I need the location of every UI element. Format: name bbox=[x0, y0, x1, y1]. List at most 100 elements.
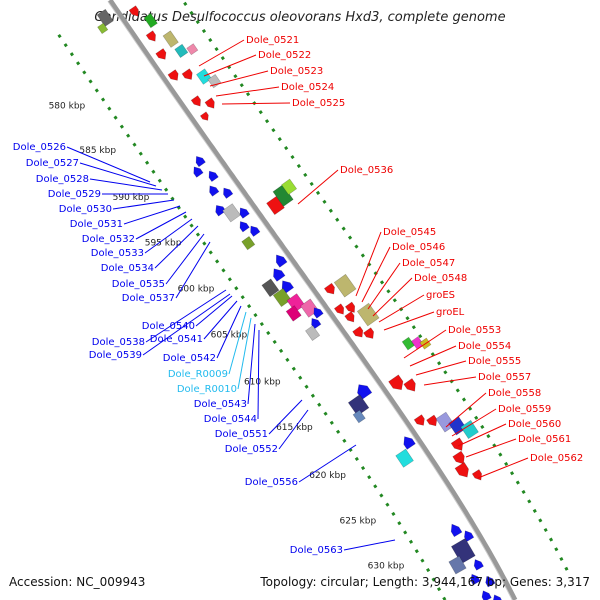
forward-gene-20[interactable] bbox=[333, 303, 346, 317]
forward-gene-31[interactable] bbox=[413, 414, 427, 428]
reverse-gene-10[interactable] bbox=[237, 206, 250, 219]
rna-gene-label[interactable]: Dole_R0010 bbox=[177, 384, 237, 395]
forward-gene-36[interactable] bbox=[450, 437, 466, 454]
forward-gene-10[interactable] bbox=[196, 68, 212, 85]
reverse-gene-7[interactable] bbox=[221, 186, 234, 199]
forward-gene-33[interactable] bbox=[435, 411, 456, 433]
reverse-gene-label[interactable]: Dole_0534 bbox=[101, 263, 154, 274]
forward-gene-7[interactable] bbox=[186, 43, 199, 56]
forward-gene-label[interactable]: Dole_0559 bbox=[498, 404, 551, 415]
reverse-gene-5[interactable] bbox=[206, 169, 219, 183]
forward-gene-2[interactable] bbox=[143, 12, 158, 29]
reverse-gene-label[interactable]: Dole_0532 bbox=[82, 234, 135, 245]
reverse-gene-4[interactable] bbox=[191, 165, 204, 178]
reverse-gene-8[interactable] bbox=[213, 203, 227, 217]
reverse-gene-label[interactable]: Dole_0538 bbox=[92, 337, 145, 348]
forward-gene-label[interactable]: Dole_0555 bbox=[468, 356, 521, 367]
forward-gene-label[interactable]: Dole_0523 bbox=[270, 66, 323, 77]
forward-gene-label[interactable]: Dole_0536 bbox=[340, 165, 393, 176]
forward-gene-4[interactable] bbox=[162, 30, 179, 48]
forward-gene-label[interactable]: Dole_0525 bbox=[292, 98, 345, 109]
reverse-gene-label[interactable]: Dole_0537 bbox=[122, 293, 175, 304]
forward-gene-label[interactable]: Dole_0522 bbox=[258, 50, 311, 61]
reverse-gene-17[interactable] bbox=[279, 278, 295, 294]
reverse-gene-30[interactable] bbox=[448, 522, 463, 538]
forward-gene-label[interactable]: Dole_0547 bbox=[402, 258, 455, 269]
reverse-gene-35[interactable] bbox=[468, 572, 481, 586]
reverse-gene-18[interactable] bbox=[272, 287, 292, 308]
reverse-gene-38[interactable] bbox=[491, 593, 503, 600]
reverse-gene-label[interactable]: Dole_0551 bbox=[215, 429, 268, 440]
reverse-gene-21[interactable] bbox=[285, 305, 302, 322]
forward-gene-17[interactable] bbox=[281, 178, 298, 196]
reverse-gene-23[interactable] bbox=[309, 316, 322, 330]
forward-gene-label[interactable]: Dole_0554 bbox=[458, 341, 511, 352]
reverse-gene-3[interactable] bbox=[193, 154, 206, 168]
forward-gene-32[interactable] bbox=[426, 414, 440, 428]
forward-gene-label[interactable]: Dole_0524 bbox=[281, 82, 334, 93]
forward-gene-25[interactable] bbox=[363, 327, 376, 341]
reverse-gene-label[interactable]: Dole_0552 bbox=[225, 444, 278, 455]
forward-gene-label[interactable]: Dole_0562 bbox=[530, 453, 583, 464]
rna-gene-label[interactable]: Dole_R0009 bbox=[168, 369, 228, 380]
forward-gene-12[interactable] bbox=[190, 95, 203, 109]
forward-gene-3[interactable] bbox=[145, 30, 158, 44]
forward-gene-label[interactable]: Dole_0546 bbox=[392, 242, 445, 253]
reverse-gene-31[interactable] bbox=[462, 529, 475, 542]
reverse-gene-22[interactable] bbox=[311, 305, 324, 319]
reverse-gene-label[interactable]: Dole_0535 bbox=[112, 279, 165, 290]
forward-gene-label[interactable]: groEL bbox=[436, 307, 465, 318]
reverse-gene-label[interactable]: Dole_0528 bbox=[36, 174, 89, 185]
reverse-gene-13[interactable] bbox=[241, 235, 256, 251]
reverse-gene-16[interactable] bbox=[261, 278, 280, 298]
reverse-gene-label[interactable]: Dole_0529 bbox=[48, 189, 101, 200]
reverse-gene-label[interactable]: Dole_0526 bbox=[13, 142, 66, 153]
forward-gene-1[interactable] bbox=[128, 5, 141, 19]
forward-gene-5[interactable] bbox=[155, 48, 169, 62]
reverse-gene-2[interactable] bbox=[97, 22, 109, 35]
forward-gene-23[interactable] bbox=[356, 302, 380, 327]
forward-gene-label[interactable]: Dole_0548 bbox=[414, 273, 467, 284]
forward-gene-19[interactable] bbox=[333, 273, 357, 298]
reverse-gene-14[interactable] bbox=[273, 252, 288, 268]
reverse-gene-label[interactable]: Dole_0533 bbox=[91, 248, 144, 259]
forward-gene-30[interactable] bbox=[403, 378, 419, 395]
reverse-gene-27[interactable] bbox=[352, 409, 366, 424]
reverse-gene-25[interactable] bbox=[354, 381, 373, 400]
forward-gene-8[interactable] bbox=[167, 69, 181, 83]
reverse-gene-label[interactable]: Dole_0542 bbox=[163, 353, 216, 364]
reverse-gene-label[interactable]: Dole_0563 bbox=[290, 545, 343, 556]
reverse-gene-label[interactable]: Dole_0539 bbox=[89, 350, 142, 361]
forward-gene-16[interactable] bbox=[272, 184, 294, 207]
reverse-gene-12[interactable] bbox=[248, 224, 261, 237]
reverse-gene-37[interactable] bbox=[480, 589, 492, 600]
forward-gene-label[interactable]: Dole_0560 bbox=[508, 419, 561, 430]
forward-gene-38[interactable] bbox=[454, 461, 472, 480]
forward-gene-35[interactable] bbox=[460, 419, 479, 440]
forward-gene-label[interactable]: Dole_0521 bbox=[246, 35, 299, 46]
reverse-gene-label[interactable]: Dole_0540 bbox=[142, 321, 195, 332]
reverse-gene-28[interactable] bbox=[400, 434, 416, 450]
reverse-gene-label[interactable]: Dole_0541 bbox=[150, 334, 203, 345]
forward-gene-label[interactable]: Dole_0553 bbox=[448, 325, 501, 336]
reverse-gene-label[interactable]: Dole_0527 bbox=[26, 158, 79, 169]
forward-gene-29[interactable] bbox=[388, 374, 407, 393]
reverse-gene-36[interactable] bbox=[483, 574, 496, 588]
forward-gene-24[interactable] bbox=[352, 325, 366, 339]
forward-gene-14[interactable] bbox=[199, 111, 210, 123]
reverse-gene-label[interactable]: Dole_0530 bbox=[59, 204, 112, 215]
reverse-gene-label[interactable]: Dole_0544 bbox=[204, 414, 257, 425]
reverse-gene-15[interactable] bbox=[270, 266, 286, 282]
forward-gene-6[interactable] bbox=[174, 43, 189, 58]
forward-gene-label[interactable]: groES bbox=[426, 290, 455, 301]
reverse-gene-29[interactable] bbox=[395, 448, 414, 468]
reverse-gene-1[interactable] bbox=[96, 8, 114, 27]
forward-gene-label[interactable]: Dole_0545 bbox=[383, 227, 436, 238]
forward-gene-22[interactable] bbox=[344, 311, 357, 325]
forward-gene-18[interactable] bbox=[323, 282, 337, 296]
reverse-gene-34[interactable] bbox=[472, 558, 484, 571]
reverse-gene-24[interactable] bbox=[305, 325, 321, 342]
forward-gene-37[interactable] bbox=[452, 450, 468, 467]
forward-gene-13[interactable] bbox=[204, 97, 217, 111]
reverse-gene-6[interactable] bbox=[207, 184, 220, 197]
